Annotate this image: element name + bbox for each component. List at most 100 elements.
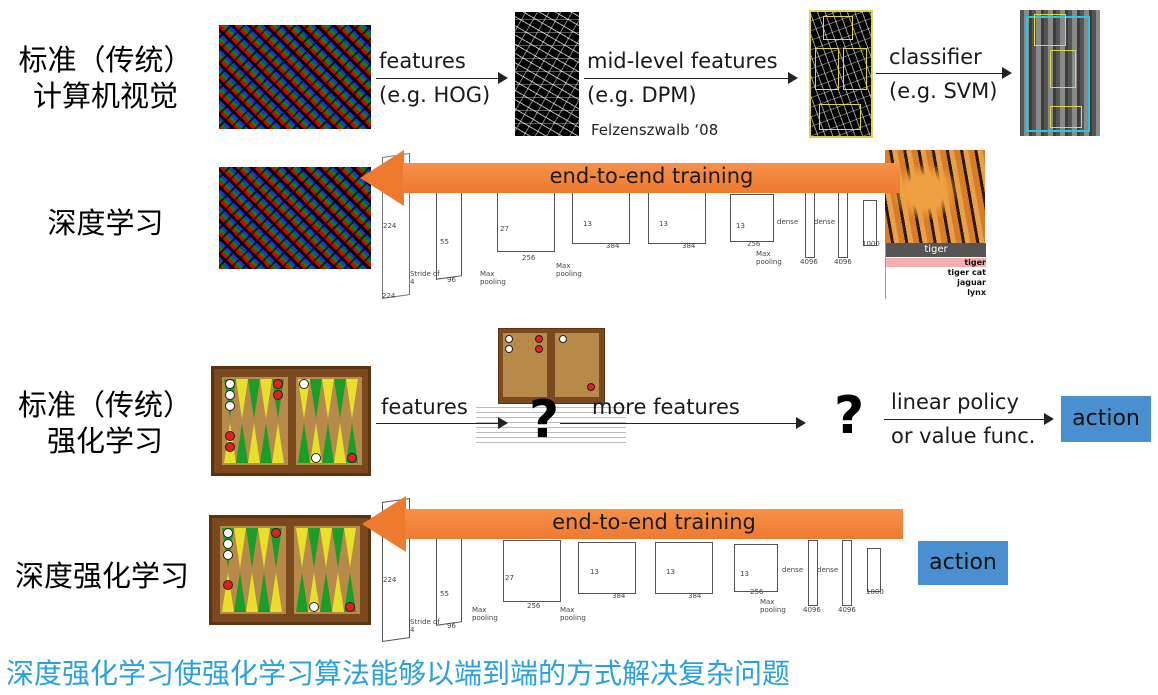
cnn-label: 27 [505, 574, 514, 582]
arrow-mid-level [584, 78, 790, 79]
cnn-label: 1000 [866, 588, 884, 596]
cnn-label: Max pooling [760, 598, 786, 614]
cnn-layer [503, 540, 561, 602]
prediction-item: jaguar [957, 278, 986, 287]
cnn-label: 384 [612, 592, 626, 600]
checker-red [587, 383, 595, 391]
row-label-rl-traditional: 标准（传统）强化学习 [17, 388, 192, 458]
checker-white [223, 528, 233, 538]
cnn-label: 55 [440, 238, 449, 246]
board-point [246, 528, 258, 568]
board-point [246, 572, 258, 612]
citation-felzenszwalb: Felzenszwalb ‘08 [591, 121, 719, 139]
action-box-drl: action [918, 541, 1008, 585]
input-image-pixels [219, 25, 371, 129]
cnn-label: 256 [522, 254, 536, 262]
row-label-deep-learning: 深度学习 [47, 206, 164, 240]
board-point [270, 572, 282, 612]
end-to-end-label-drl: end-to-end training [552, 510, 756, 534]
checker-red [535, 345, 543, 353]
checker-white [505, 335, 513, 343]
board-point [222, 572, 234, 612]
board-point [322, 423, 334, 463]
dpm-part-box [843, 48, 867, 90]
checker-white [559, 335, 567, 343]
dpm-part-box [815, 48, 839, 90]
backgammon-board [211, 366, 371, 476]
cnn-label: Stride of 4 [410, 270, 440, 286]
board-point [258, 528, 270, 568]
cnn-label: 4096 [803, 606, 821, 614]
checker-white [223, 550, 233, 560]
checker-red [225, 442, 235, 452]
input-image-pixels-dl [219, 167, 371, 269]
checker-red [347, 453, 357, 463]
arrow-rl-features-head [498, 417, 508, 429]
cnn-layer [648, 192, 706, 244]
hog-image [515, 12, 579, 136]
cnn-label: 384 [688, 592, 702, 600]
end-to-end-arrow-head [360, 150, 404, 206]
cnn-label: 13 [740, 570, 749, 578]
board-point [334, 423, 346, 463]
cnn-layer [842, 540, 852, 606]
cnn-label: 224 [382, 292, 396, 300]
prediction-item: tiger [886, 258, 986, 267]
board-point [296, 528, 308, 568]
board-point [320, 572, 332, 612]
cnn-label: 4096 [834, 258, 852, 266]
arrow-features [376, 78, 500, 79]
checker-red [273, 379, 283, 389]
arrow-features-head [498, 72, 508, 84]
label-features: features [379, 49, 466, 73]
cnn-layer [730, 194, 774, 242]
detection-result-image [1020, 10, 1100, 136]
board-point [332, 572, 344, 612]
arrow-more-features-head [796, 417, 806, 429]
paper-board-half [503, 333, 547, 397]
end-to-end-arrow-body [405, 509, 903, 539]
arrow-rl-features [376, 423, 500, 424]
arrow-classifier [876, 73, 1004, 74]
arrow-policy [884, 419, 1046, 420]
prediction-panel: tiger tiger tiger cat jaguar lynx [885, 243, 986, 299]
cnn-label: Stride of 4 [410, 618, 440, 634]
label-mid-level-example: (e.g. DPM) [587, 83, 697, 107]
cnn-label: 13 [659, 220, 668, 228]
checker-white [225, 379, 235, 389]
board-point [236, 423, 248, 463]
detection-box-yellow [1034, 14, 1066, 46]
cnn-label: 1000 [862, 240, 880, 248]
detection-box-yellow [1050, 50, 1076, 88]
question-mark-features: ? [529, 390, 560, 450]
prediction-item: lynx [967, 288, 986, 297]
cnn-label: 256 [750, 588, 764, 596]
checker-white [505, 345, 513, 353]
checker-white [309, 602, 319, 612]
checker-red [225, 431, 235, 441]
cnn-label: 256 [527, 602, 541, 610]
end-to-end-arrow-body [403, 163, 900, 193]
cnn-layer [436, 534, 462, 626]
label-value-func: or value func. [891, 424, 1036, 448]
cnn-label: 384 [606, 242, 620, 250]
label-more-features: more features [592, 395, 740, 419]
paper-figure [498, 328, 605, 404]
cnn-label: dense [814, 218, 836, 226]
prediction-item: tiger cat [947, 268, 986, 277]
cnn-layer [655, 542, 713, 594]
board-point [234, 572, 246, 612]
label-features-example: (e.g. HOG) [379, 83, 491, 107]
cnn-layer [808, 540, 818, 606]
cnn-label: 27 [500, 225, 509, 233]
cnn-label: 13 [736, 222, 745, 230]
cnn-label: 256 [747, 240, 761, 248]
cnn-layer [578, 542, 636, 594]
board-point [234, 528, 246, 568]
checker-white [299, 379, 309, 389]
cnn-label: dense [777, 218, 799, 226]
board-point [310, 379, 322, 419]
board-point [298, 423, 310, 463]
cnn-layer [734, 544, 778, 592]
row-label-cv-traditional: 标准（传统）计算机视觉 [18, 43, 193, 113]
